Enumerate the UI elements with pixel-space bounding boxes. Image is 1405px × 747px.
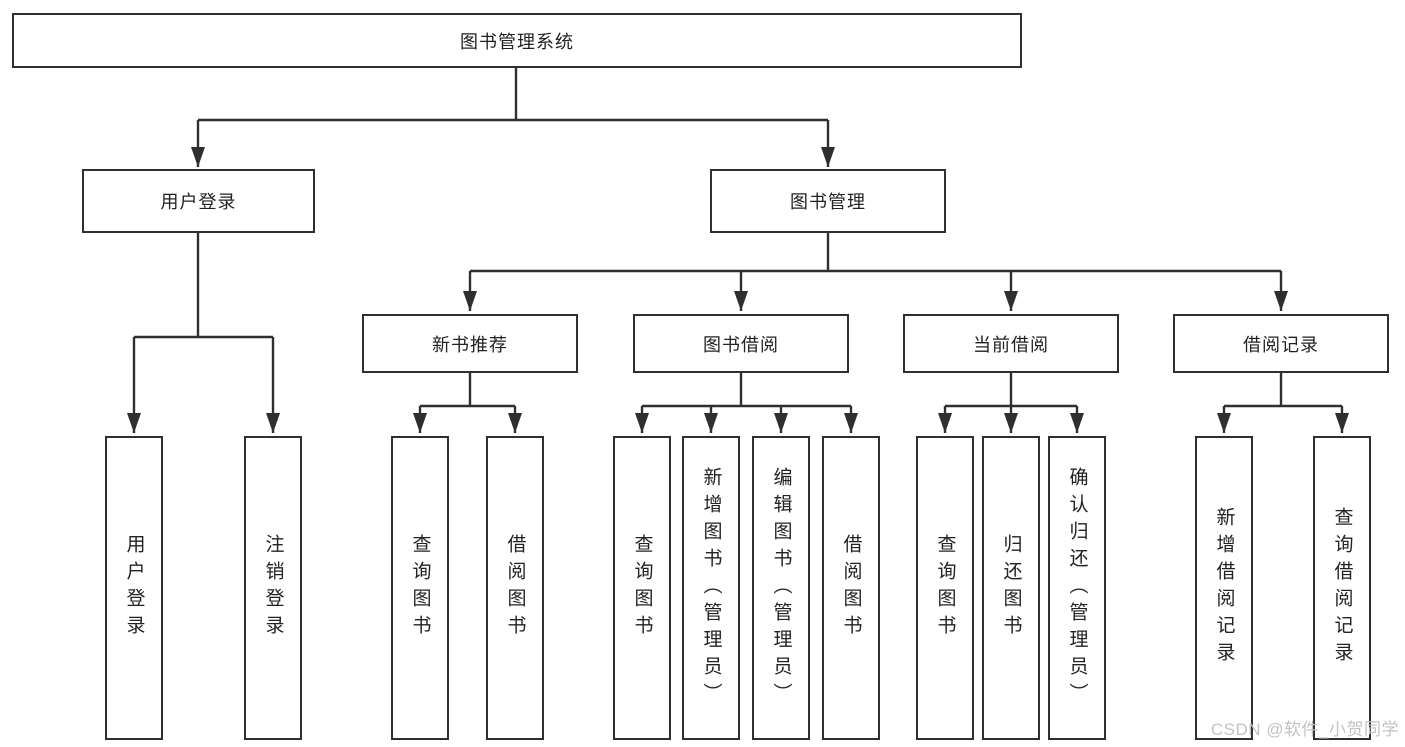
leaf-user-login: 用户登录 xyxy=(105,436,163,740)
node-library-management-system: 图书管理系统 xyxy=(12,13,1022,68)
leaf-query-books-recommend: 查询图书 xyxy=(391,436,449,740)
node-label: 图书借阅 xyxy=(703,334,779,355)
leaf-query-books-current: 查询图书 xyxy=(916,436,974,740)
leaf-query-books-borrowing: 查询图书 xyxy=(613,436,671,740)
node-label: 编辑图书（管理员） xyxy=(770,466,792,710)
leaf-return-book: 归还图书 xyxy=(982,436,1040,740)
node-current-borrowing: 当前借阅 xyxy=(903,314,1119,373)
node-new-book-recommend: 新书推荐 xyxy=(362,314,578,373)
node-book-borrowing: 图书借阅 xyxy=(633,314,849,373)
leaf-logout: 注销登录 xyxy=(244,436,302,740)
node-label: 借阅记录 xyxy=(1243,334,1319,355)
csdn-watermark: CSDN @软件_小贺同学 xyxy=(1210,720,1399,739)
node-label: 查询图书 xyxy=(631,534,653,642)
node-label: 确认归还（管理员） xyxy=(1066,466,1088,710)
leaf-borrow-books-borrowing: 借阅图书 xyxy=(822,436,880,740)
leaf-borrow-books-recommend: 借阅图书 xyxy=(486,436,544,740)
leaf-edit-book-admin: 编辑图书（管理员） xyxy=(752,436,810,740)
node-label: 新增借阅记录 xyxy=(1213,507,1235,669)
node-label: 归还图书 xyxy=(1000,534,1022,642)
node-label: 新增图书（管理员） xyxy=(700,466,722,710)
node-label: 用户登录 xyxy=(160,192,237,212)
node-label: 注销登录 xyxy=(262,534,284,642)
node-borrowing-records: 借阅记录 xyxy=(1173,314,1389,373)
node-book-management: 图书管理 xyxy=(710,169,946,233)
node-user-login: 用户登录 xyxy=(82,169,315,233)
node-label: 当前借阅 xyxy=(973,334,1049,355)
node-label: 查询借阅记录 xyxy=(1331,507,1353,669)
leaf-add-borrow-record: 新增借阅记录 xyxy=(1195,436,1253,740)
leaf-confirm-return-admin: 确认归还（管理员） xyxy=(1048,436,1106,740)
node-label: 新书推荐 xyxy=(432,334,508,355)
leaf-add-book-admin: 新增图书（管理员） xyxy=(682,436,740,740)
node-label: 图书管理 xyxy=(790,192,866,212)
node-label: 查询图书 xyxy=(409,534,431,642)
leaf-query-borrow-record: 查询借阅记录 xyxy=(1313,436,1371,740)
node-label: 用户登录 xyxy=(123,534,145,642)
node-label: 查询图书 xyxy=(934,534,956,642)
node-label: 借阅图书 xyxy=(504,534,526,642)
node-label: 借阅图书 xyxy=(840,534,862,642)
node-label: 图书管理系统 xyxy=(460,31,574,52)
